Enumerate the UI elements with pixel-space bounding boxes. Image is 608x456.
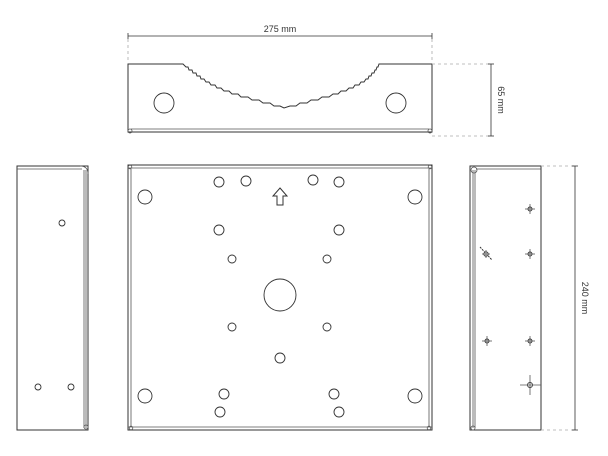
side-hole <box>58 219 66 227</box>
center-hole <box>263 278 297 312</box>
crosshair-icon <box>482 336 492 346</box>
front-holes <box>137 174 423 418</box>
mounting-hole <box>153 92 175 114</box>
side-hole <box>34 383 42 391</box>
crosshair-icon <box>520 375 541 395</box>
left-side-view <box>16 165 89 431</box>
arrow-up-icon <box>271 187 289 206</box>
top-view-outline <box>127 63 433 133</box>
crosshair-icon <box>525 249 535 259</box>
slanted-crosshair-icon <box>479 246 493 261</box>
width-dimension-label: 275 mm <box>264 24 297 34</box>
side-hole <box>67 383 75 391</box>
depth-dimension-label: 240 mm <box>580 282 590 315</box>
mounting-hole <box>385 92 407 114</box>
crosshair-marks <box>479 204 541 395</box>
top-view: 275 mm 65 mm <box>127 24 506 137</box>
front-view <box>127 164 433 431</box>
right-side-view: 240 mm <box>469 165 590 431</box>
height-dimension-label: 65 mm <box>496 86 506 114</box>
crosshair-icon <box>525 336 535 346</box>
crosshair-icon <box>525 204 535 214</box>
